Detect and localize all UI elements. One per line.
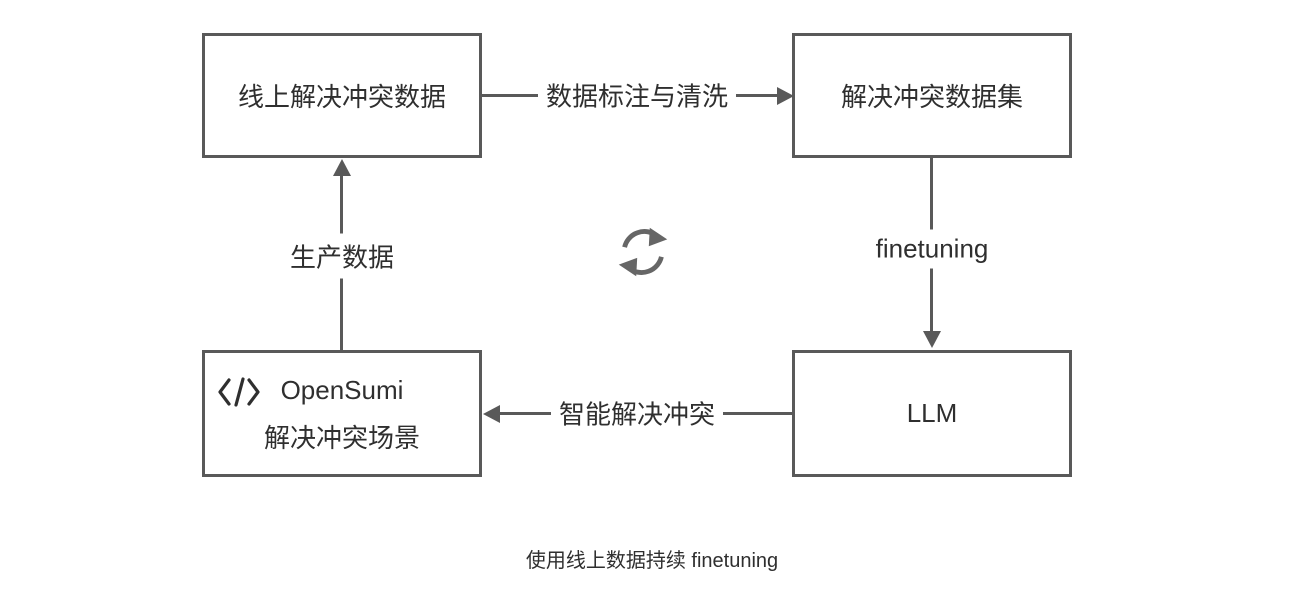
refresh-cycle-icon (618, 227, 668, 277)
node-opensumi-subtitle: 解决冲突场景 (263, 422, 420, 453)
node-llm-label: LLM (906, 398, 958, 428)
arrow-right-icon (777, 86, 794, 105)
edge-annotate-clean-label: 数据标注与清洗 (537, 72, 737, 118)
arrow-up-icon (332, 159, 351, 176)
code-icon (218, 377, 260, 407)
edge-production-data-label: 生产数据 (281, 233, 403, 279)
arrow-left-icon (483, 404, 500, 423)
edge-finetuning-label: finetuning (867, 229, 997, 269)
node-opensumi-scene: OpenSumi 解决冲突场景 (202, 350, 482, 477)
node-online-conflict-data: 线上解决冲突数据 (202, 33, 482, 158)
node-opensumi-title: OpenSumi (280, 374, 404, 405)
node-online-conflict-data-label: 线上解决冲突数据 (237, 82, 446, 112)
edge-smart-resolve-label: 智能解决冲突 (550, 390, 724, 436)
arrow-down-icon (922, 331, 941, 348)
diagram-caption: 使用线上数据持续 finetuning (525, 550, 779, 572)
node-conflict-dataset-label: 解决冲突数据集 (840, 82, 1023, 112)
node-llm: LLM (792, 350, 1072, 477)
node-conflict-dataset: 解决冲突数据集 (792, 33, 1072, 158)
